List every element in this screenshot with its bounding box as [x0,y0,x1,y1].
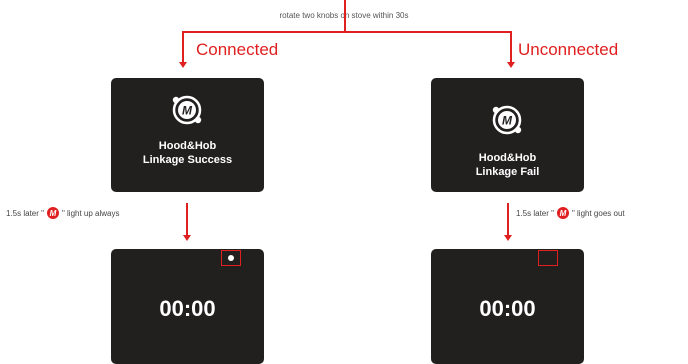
linkage-indicator-dot [228,255,234,261]
panel-line2: Linkage Success [142,154,233,166]
indicator-highlight-box [221,250,241,266]
m-linkage-logo-icon: M [172,95,202,125]
left-drop-line [182,31,184,63]
m-linkage-logo-icon: M [46,207,59,219]
svg-text:M: M [50,209,57,218]
panel-line1: Hood&Hob [478,152,537,164]
note-suffix: " light up always [61,208,120,218]
right-mid-arrow [504,235,512,241]
unconnected-label: Unconnected [518,40,619,59]
panel-line1: Hood&Hob [158,140,217,152]
clock-panel-left: 00:00 [111,249,264,364]
clock-display: 00:00 [479,296,536,321]
m-linkage-logo-icon: M [556,207,569,219]
left-mid-line [186,203,188,236]
right-drop-line [510,31,512,63]
svg-text:M: M [182,104,193,118]
clock-display: 00:00 [159,296,216,321]
linkage-fail-panel: M Hood&Hob Linkage Fail [431,78,584,192]
svg-text:M: M [560,209,567,218]
m-linkage-logo-icon: M [492,105,522,135]
top-stem-line [344,0,346,32]
right-note: 1.5s later " M " light goes out [516,206,625,220]
svg-text:M: M [502,114,513,128]
note-prefix: 1.5s later " [6,208,44,218]
split-line [182,31,512,33]
left-note: 1.5s later " M " light up always [6,206,120,220]
right-drop-arrow [507,62,515,68]
note-suffix: " light goes out [571,208,625,218]
connected-label: Connected [196,40,279,59]
panel-line2: Linkage Fail [475,166,540,178]
clock-panel-right: 00:00 [431,249,584,364]
note-prefix: 1.5s later " [516,208,554,218]
left-drop-arrow [179,62,187,68]
linkage-success-panel: M Hood&Hob Linkage Success [111,78,264,192]
right-mid-line [507,203,509,236]
indicator-highlight-box [538,250,558,266]
left-mid-arrow [183,235,191,241]
